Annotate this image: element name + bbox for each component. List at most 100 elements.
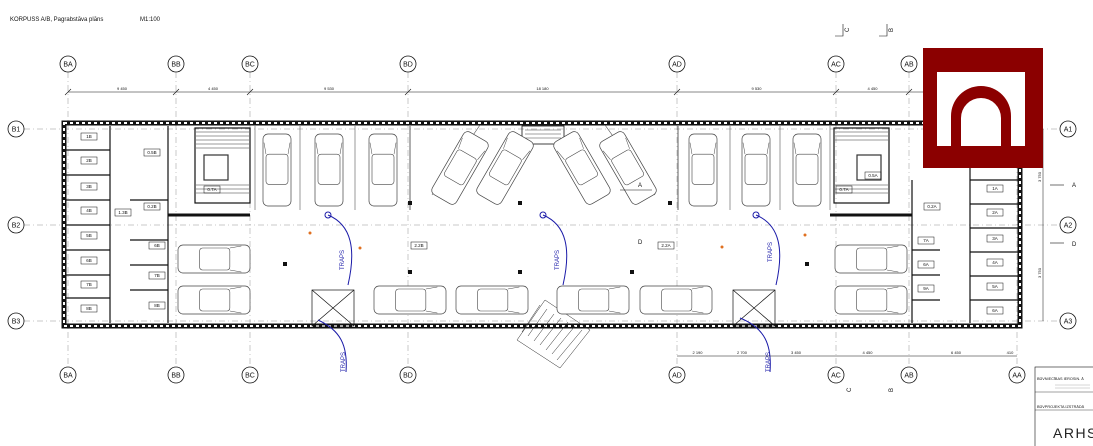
car-top-0 — [262, 133, 292, 207]
svg-text:A3: A3 — [1064, 319, 1073, 326]
svg-text:AB: AB — [904, 373, 914, 380]
svg-text:3A: 3A — [992, 236, 998, 241]
storage-label-right-0: 1A — [986, 184, 1004, 193]
car-bottom-1 — [177, 285, 251, 315]
storage-label-right-4: 5A — [986, 282, 1004, 291]
section-mark-a-inner: A — [638, 183, 642, 189]
axis-bubble-ba-bottom: BA — [59, 366, 77, 384]
storage-label-center-left-2: 8B — [148, 301, 166, 310]
traps-labels: TRAPS TRAPS TRAPS TRAPS TRAPS — [340, 242, 774, 372]
svg-text:2.2B: 2.2B — [414, 243, 423, 248]
section-mark-d-inner: D — [638, 240, 643, 246]
car-angled-2 — [553, 131, 611, 205]
dimension-top-5: 4 450 — [867, 86, 878, 91]
traps-arcs — [317, 211, 781, 373]
dimension-top-3: 18 180 — [536, 86, 549, 91]
title-block-logo: ARHST — [1053, 425, 1093, 441]
axis-bubble-ab-bottom: AB — [900, 366, 918, 384]
svg-text:B2: B2 — [12, 223, 21, 230]
car-bottom-5 — [639, 285, 713, 315]
svg-text:AD: AD — [672, 62, 682, 69]
dimension-top-1: 4 450 — [208, 86, 219, 91]
svg-text:BC: BC — [245, 62, 255, 69]
axis-bubble-bb-bottom: BB — [167, 366, 185, 384]
svg-text:8B: 8B — [86, 306, 92, 311]
svg-text:6A: 6A — [923, 262, 929, 267]
dimension-bottom-5: 410 — [1007, 350, 1014, 355]
car-angled-1 — [476, 131, 534, 205]
svg-text:2A: 2A — [992, 210, 998, 215]
axis-bubble-b3-left: B3 — [7, 312, 25, 330]
svg-text:B3: B3 — [12, 319, 21, 326]
car-bottom-2 — [373, 285, 447, 315]
dimension-bottom-0: 2 190 — [692, 350, 703, 355]
traps-label-3: TRAPS — [768, 242, 774, 262]
axis-bubble-bc-top: BC — [241, 55, 259, 73]
right-stair — [835, 131, 888, 194]
right-storage-block — [830, 127, 1018, 323]
axis-bubble-b2-left: B2 — [7, 216, 25, 234]
svg-text:6B: 6B — [154, 243, 160, 248]
tech-label-b: 0.5B — [143, 148, 161, 157]
storage-label-right-1: 2A — [986, 208, 1004, 217]
left-stair — [196, 131, 249, 194]
svg-text:1.3B: 1.3B — [118, 210, 127, 215]
dimension-top-2: 9 530 — [324, 86, 335, 91]
storage-label-left-3: 4B — [80, 206, 98, 215]
car-bottom-3 — [455, 285, 529, 315]
svg-text:0.5A: 0.5A — [868, 173, 877, 178]
svg-text:2.2A: 2.2A — [661, 243, 670, 248]
storage-label-left-0: 1B — [80, 132, 98, 141]
traps-label-4: TRAPS — [341, 352, 347, 372]
svg-text:AB: AB — [904, 62, 914, 69]
axis-bubble-bc-bottom: BC — [241, 366, 259, 384]
car-angled-0 — [431, 131, 489, 205]
dimension-right-1: 3 750 — [1037, 267, 1042, 278]
dimension-right-0: 3 750 — [1037, 171, 1042, 182]
left-storage-block — [66, 126, 251, 323]
section-mark-a: A — [1072, 183, 1076, 189]
storage-label-right-5: 6A — [986, 306, 1004, 315]
storage-label-left-6: 7B — [80, 280, 98, 289]
dimension-top-4: 9 530 — [751, 86, 762, 91]
svg-text:BA: BA — [63, 373, 73, 380]
room-label-b: 0.2B — [143, 202, 161, 211]
storage-label-center-right-0: 7A — [917, 236, 935, 245]
svg-text:BD: BD — [403, 62, 413, 69]
dimension-bottom-4: 6 450 — [951, 350, 962, 355]
section-mark-c-bottom: C — [847, 387, 853, 392]
section-mark-d: D — [1072, 242, 1077, 248]
column-markers — [283, 201, 809, 274]
storage-label-left-7: 8B — [80, 304, 98, 313]
svg-text:A2: A2 — [1064, 223, 1073, 230]
axis-bubble-a2-right: A2 — [1059, 216, 1077, 234]
section-mark-b-top: B — [889, 28, 895, 32]
car-top-4 — [741, 133, 771, 207]
svg-text:AC: AC — [831, 373, 841, 380]
svg-text:7B: 7B — [86, 282, 92, 287]
svg-text:1B: 1B — [86, 134, 92, 139]
car-top-2 — [368, 133, 398, 207]
car-bottom-0 — [177, 244, 251, 274]
traps-label-2: TRAPS — [555, 250, 561, 270]
axis-bubble-ac-bottom: AC — [827, 366, 845, 384]
axis-bubble-a3-right: A3 — [1059, 312, 1077, 330]
stair-label-left: 0.7A — [203, 185, 221, 194]
svg-text:9A: 9A — [923, 286, 929, 291]
svg-text:6B: 6B — [86, 258, 92, 263]
entrance-ramp — [516, 299, 591, 369]
svg-text:0.7A: 0.7A — [839, 187, 848, 192]
axis-bubbles: BABABBBBBCBCBDBDADADACACABABAAAAB1A1B2A2… — [7, 55, 1077, 384]
storage-label-center-right-2: 9A — [917, 284, 935, 293]
title-block-line1: BŪVNIECĪBAS IEROSIN. Ā — [1037, 377, 1084, 381]
dimension-bottom-2: 3 450 — [791, 350, 802, 355]
car-angled-3 — [599, 131, 657, 205]
car-bottom-6 — [834, 244, 908, 274]
svg-text:7B: 7B — [154, 273, 160, 278]
svg-text:A1: A1 — [1064, 127, 1073, 134]
section-mark-b-bottom: B — [889, 388, 895, 392]
axis-bubble-bd-top: BD — [399, 55, 417, 73]
section-mark-c-top: C — [845, 27, 851, 32]
axis-bubble-ad-top: AD — [668, 55, 686, 73]
